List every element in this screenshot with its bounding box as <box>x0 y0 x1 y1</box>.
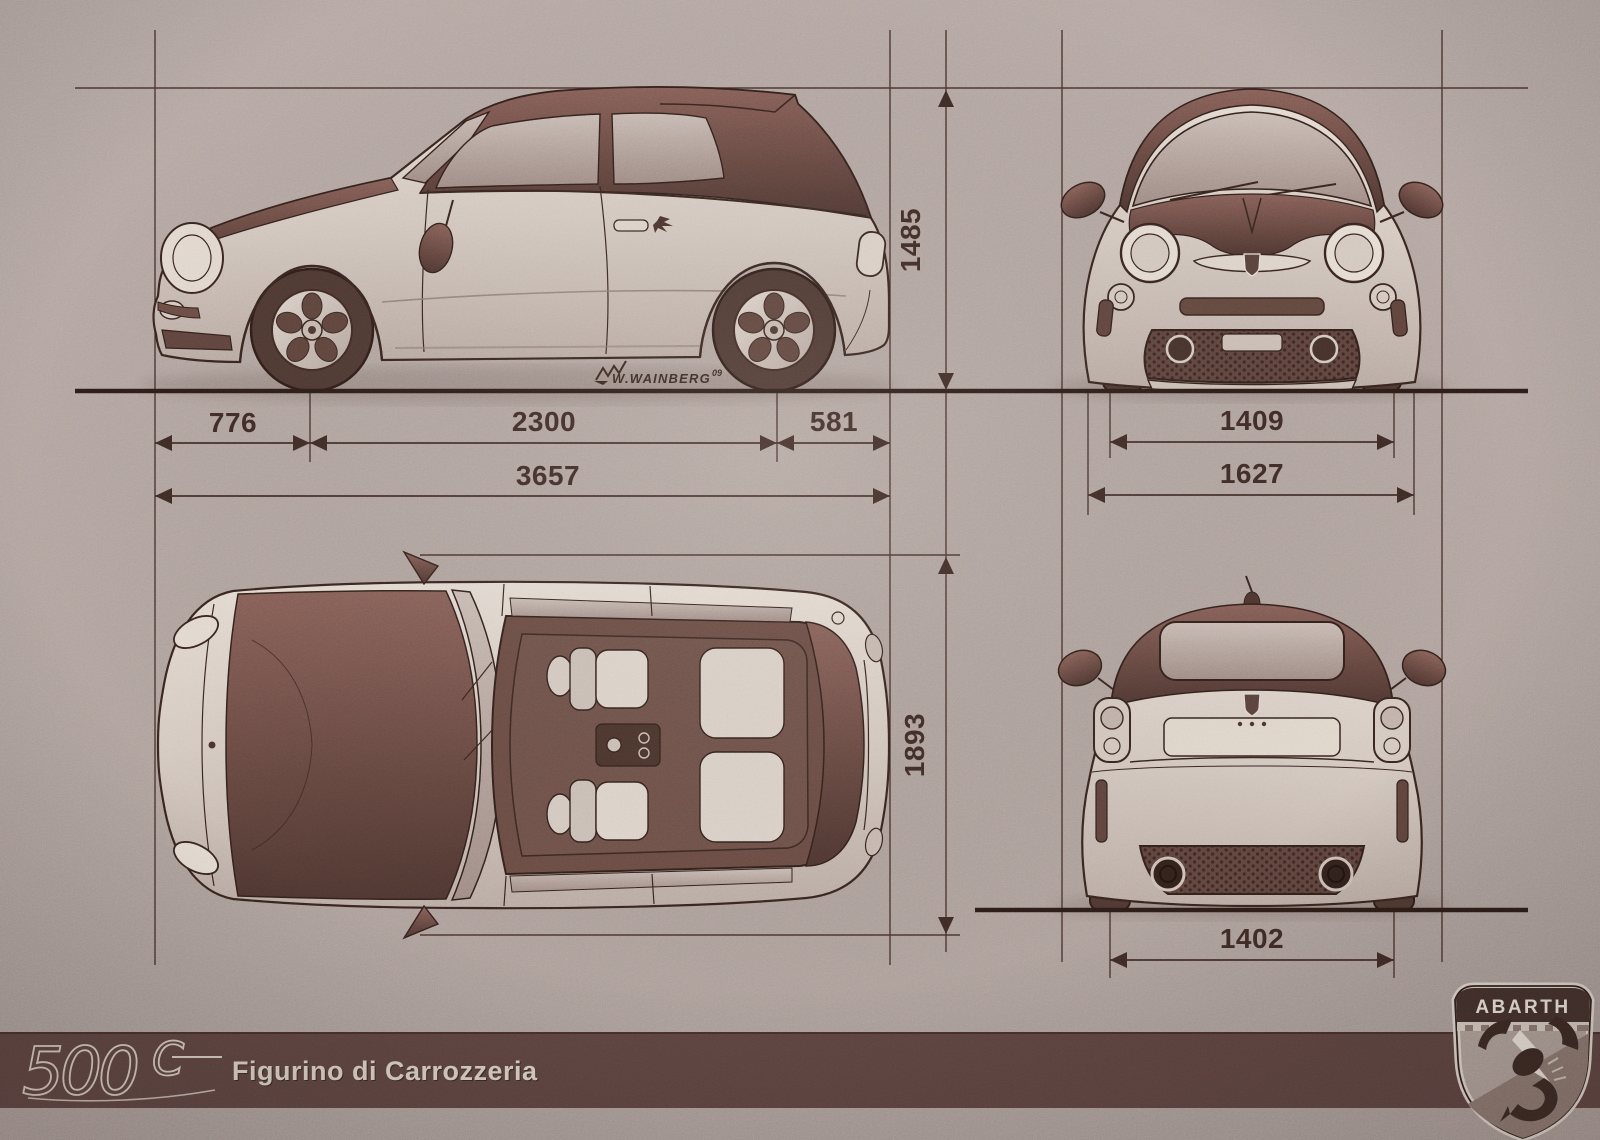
blueprint-canvas: 776 2300 581 3657 1485 1409 1627 1893 14… <box>0 0 1600 1140</box>
grain-overlay-2 <box>0 0 1600 1140</box>
blueprint-page: 776 2300 581 3657 1485 1409 1627 1893 14… <box>0 0 1600 1140</box>
